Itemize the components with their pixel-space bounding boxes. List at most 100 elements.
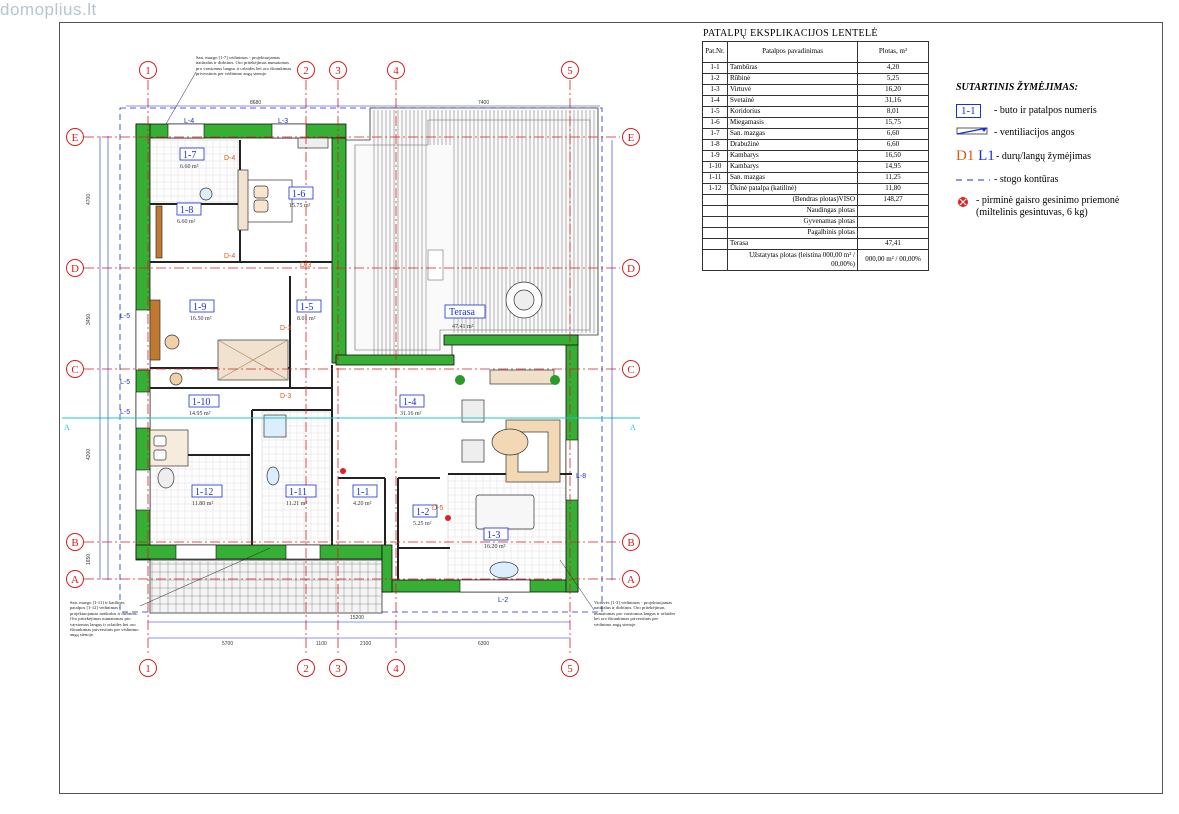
room-nr-cell: 1-6 (702, 117, 728, 129)
axis-bubble-4 (387, 659, 405, 677)
room-area-cell: 6,60 (857, 139, 929, 151)
explication-table: Pat.Nr. Patalpos pavadinimas Plotas, m² … (702, 41, 929, 271)
room-area-cell: 8,01 (857, 106, 929, 118)
room-area: 15.75 m² (289, 203, 311, 209)
door-label-6: D-5 (432, 505, 443, 512)
terrace-area: 47.41 m² (452, 324, 474, 330)
room-area: 4.20 m² (353, 501, 372, 507)
room-number: 1-1 (356, 487, 369, 498)
window-marks (135, 123, 579, 593)
room-name-cell: Tambūras (727, 62, 858, 74)
room-nr-cell: 1-7 (702, 128, 728, 140)
legend-fire: - pirminė gaisro gesinimo priemonė (milt… (956, 195, 1156, 219)
table-row-total: (Bendras plotas)VISO 148,27 (702, 194, 929, 206)
room-nr-cell: 1-12 (702, 183, 728, 195)
note-leaders (139, 71, 595, 611)
axis-label-E: E (72, 132, 79, 144)
table-row-built: Užstatytas plotas (leistina 000,00 m² / … (702, 249, 929, 271)
axis-label-1: 1 (145, 663, 151, 675)
axis-label-5: 5 (567, 65, 573, 77)
room-number: 1-3 (487, 530, 500, 541)
room-tag-1-1: 1-1 4.20 m² (352, 484, 378, 507)
room-number: 1-7 (183, 150, 196, 161)
door-label-4: D-3 (280, 393, 291, 400)
axis-bubble-E (66, 128, 84, 146)
axis-label-B: B (71, 537, 78, 549)
axis-bubble-C (66, 360, 84, 378)
living-label: Gyvenamas plotas (727, 216, 858, 228)
room-number: 1-2 (416, 507, 429, 518)
axis-label-3: 3 (335, 663, 341, 675)
terrace-name: Terasa (449, 307, 476, 318)
col-nr-header: Pat.Nr. (702, 41, 728, 63)
room-area-cell: 16,50 (857, 150, 929, 162)
door-label-3: D-3 (280, 325, 291, 332)
room-number: 1-4 (403, 397, 416, 408)
table-row-terrace: Terasa 47,41 (702, 238, 929, 250)
aux-label: Pagalbinis plotas (727, 227, 858, 239)
room-tag-1-5: 1-58.01 m² (296, 299, 322, 322)
section-marker-left: A (64, 423, 70, 432)
axis-label-C: C (627, 364, 634, 376)
room-name-cell: Drabužinė (727, 139, 858, 151)
room-tag-1-8: 1-86.60 m² (176, 202, 202, 225)
axis-bubble-3 (329, 61, 347, 79)
table-header-row: Pat.Nr. Patalpos pavadinimas Plotas, m² (702, 41, 929, 63)
room-name-cell: Koridorius (727, 106, 858, 118)
room-nr-cell: 1-9 (702, 150, 728, 162)
dim-left-2: 3450 (86, 314, 92, 325)
axis-label-B: B (627, 537, 634, 549)
room-nr-cell: 1-3 (702, 84, 728, 96)
door-labels: D-4 D-4 D-3 D-3 D-3 D-5 (224, 155, 443, 512)
room-tag-1-6: 1-615.75 m² (288, 186, 314, 209)
plants (455, 375, 560, 385)
watermark: domoplius.lt (0, 0, 97, 19)
room-area: 14.95 m² (189, 411, 211, 417)
fire-extinguisher-icon (958, 197, 968, 207)
window-labels: L-4 L-3 L-5 L-5 L-5 L-8 L-2 (120, 118, 586, 604)
room-tag-1-4: 1-431.16 m² (399, 394, 425, 417)
axis-bubble-A (622, 570, 640, 588)
room-nr-cell: 1-10 (702, 161, 728, 173)
window-label-6: L-8 (576, 473, 586, 480)
legend-door-text: - durų/langų žymėjimas (996, 150, 1091, 162)
axis-label-D: D (627, 263, 635, 275)
dim-top-1: 8680 (250, 100, 261, 106)
room-nr-cell: 1-4 (702, 95, 728, 107)
room-nr-cell: 1-2 (702, 73, 728, 85)
room-area-cell: 4,20 (857, 62, 929, 74)
axis-label-D: D (71, 263, 79, 275)
built-label: Užstatytas plotas (leistina 000,00 m² / … (727, 249, 858, 271)
axis-label-1: 1 (145, 65, 151, 77)
roof-line-icon (956, 179, 990, 180)
window-label-1: L-4 (184, 118, 194, 125)
axis-label-4: 4 (393, 65, 399, 77)
room-area-cell: 15,75 (857, 117, 929, 129)
legend-room-text: - buto ir patalpos numeris (994, 105, 1097, 116)
terrace-row-value: 47,41 (857, 238, 929, 250)
window-label-4: L-5 (120, 379, 130, 386)
axis-bubble-1 (139, 61, 157, 79)
legend-vent-text: - ventiliacijos angos (994, 126, 1075, 138)
total-value: 148,27 (857, 194, 929, 206)
room-area: 16.20 m² (484, 544, 506, 550)
drawing-frame (59, 22, 1163, 794)
axis-bubble-E (622, 128, 640, 146)
roof-contour (119, 107, 603, 613)
explication-title: PATALPŲ EKSPLIKACIJOS LENTELĖ (703, 28, 878, 39)
room-area-cell: 6,60 (857, 128, 929, 140)
legend-room: 1-1 - buto ir patalpos numeris (956, 104, 1156, 118)
room-tag-1-2: 1-25.25 m² (412, 504, 438, 527)
legend-door: D1 L1 - durų/langų žymėjimas (956, 148, 1156, 165)
fire-extinguisher-icons (340, 468, 451, 521)
table-row-useful: Naudingas plotas (702, 205, 929, 217)
room-number: 1-11 (289, 487, 307, 498)
